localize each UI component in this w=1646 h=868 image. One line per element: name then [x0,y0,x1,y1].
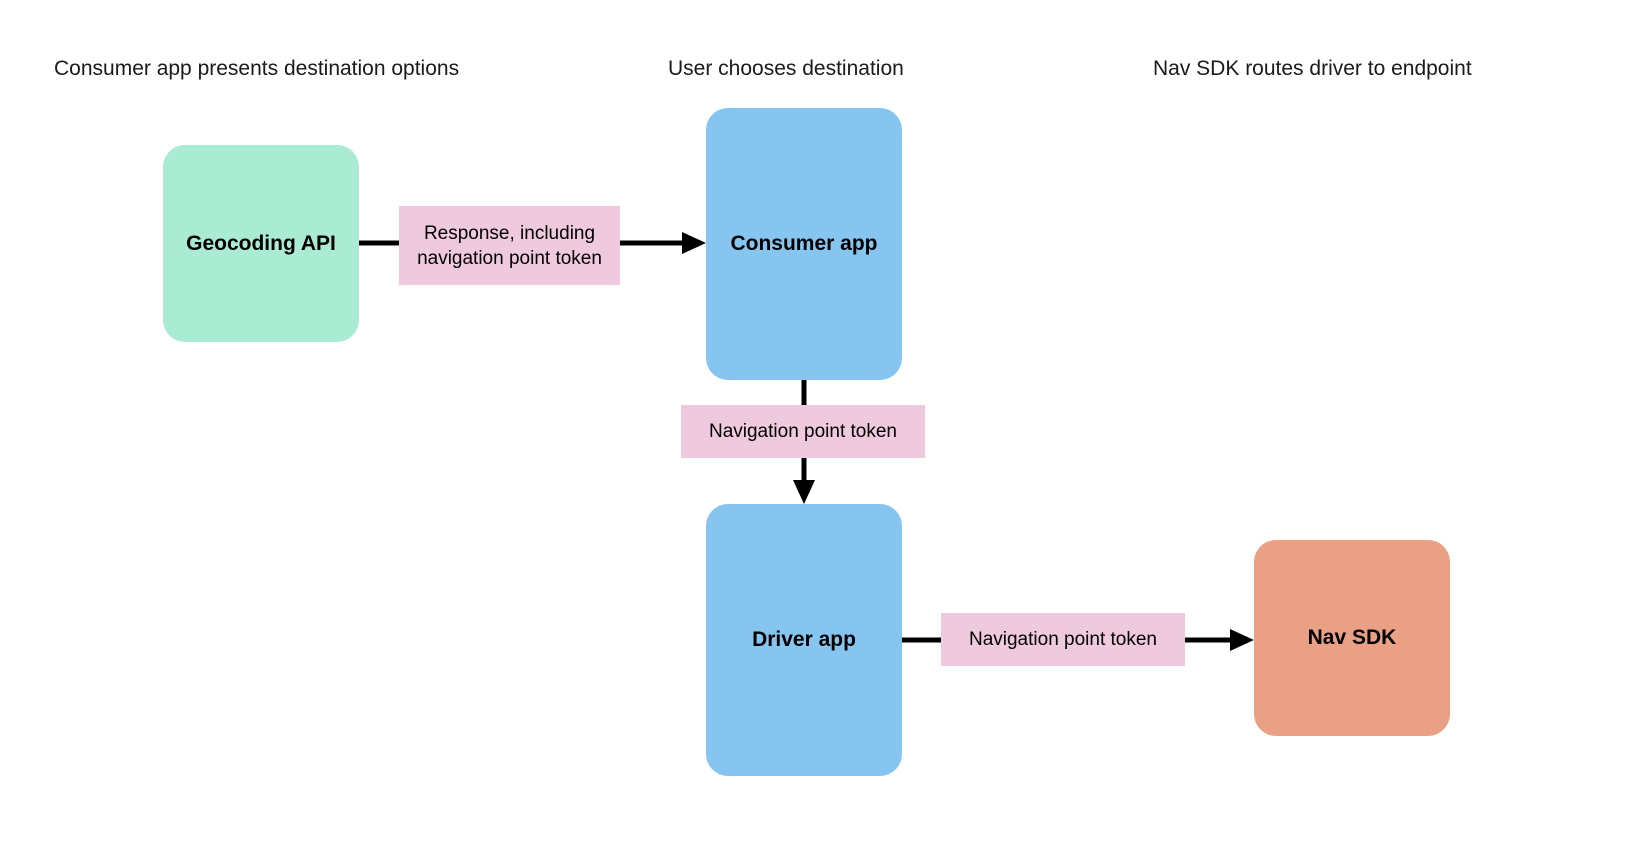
node-consumer-app-label: Consumer app [730,232,878,255]
edge-label-response-navigation-point-token: Response, including navigation point tok… [399,206,620,285]
node-nav-sdk-label: Nav SDK [1307,626,1397,649]
column-header-user-chooses: User chooses destination [668,57,904,80]
edge-label-navigation-point-token-middle-text: Navigation point token [708,421,897,442]
edge-label-navigation-point-token-middle: Navigation point token [681,405,925,458]
node-driver-app-label: Driver app [752,628,856,651]
node-consumer-app[interactable]: Consumer app [706,108,902,380]
node-nav-sdk[interactable]: Nav SDK [1254,540,1450,736]
node-geocoding-api[interactable]: Geocoding API [163,145,359,342]
edge-label-navigation-point-token-bottom-text: Navigation point token [968,629,1157,650]
column-header-nav-sdk: Nav SDK routes driver to endpoint [1153,57,1472,80]
column-header-consumer-app: Consumer app presents destination option… [54,57,460,80]
node-driver-app[interactable]: Driver app [706,504,902,776]
edge-label-navigation-point-token-bottom: Navigation point token [941,613,1185,666]
edge-label-response-text: Response, including navigation point tok… [417,222,602,269]
node-geocoding-api-label: Geocoding API [186,231,336,255]
